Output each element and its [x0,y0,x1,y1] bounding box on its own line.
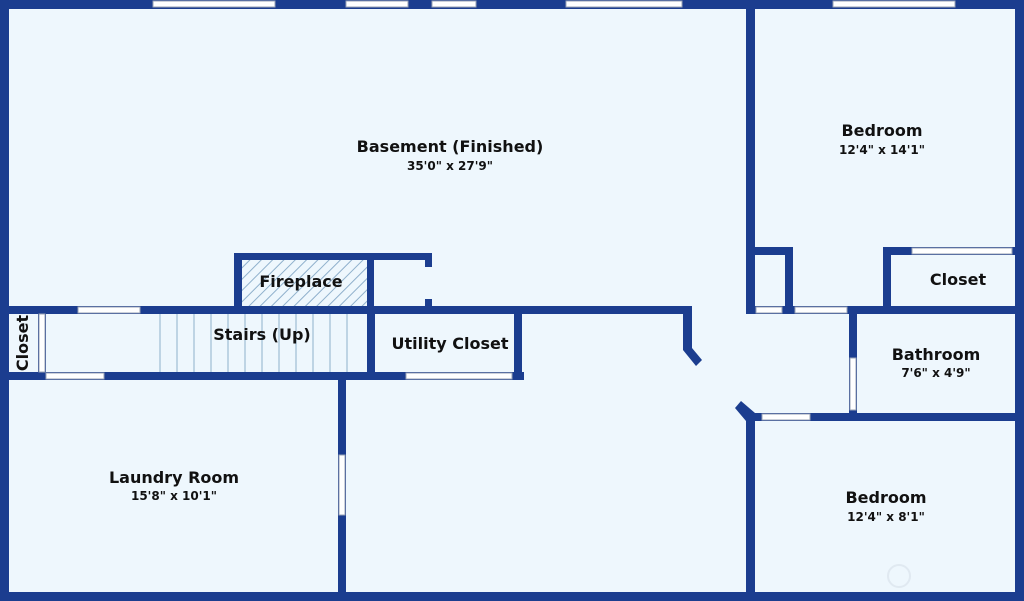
watermark-icon [887,564,911,588]
wall-utility-right [514,306,522,380]
wall-bedroom-bottom-left [746,413,755,599]
wall-utility-left [367,306,375,380]
bathroom-dimensions: 7'6" x 4'9" [901,366,970,380]
fireplace-label: Fireplace [259,272,342,291]
bedroom-bottom-dimensions: 12'4" x 8'1" [847,510,925,524]
outer-wall-right [1015,0,1024,601]
basement-label: Basement (Finished) [357,137,544,156]
stairs-label: Stairs (Up) [213,325,311,344]
door-laundry-right [338,454,346,516]
wall-bath-top [750,306,1024,314]
window-top-5 [832,0,956,8]
door-bathroom [849,357,857,411]
wall-stub-upper [683,306,702,366]
door-bedroom-bottom [761,413,811,421]
wall-stairs-bottom [4,372,524,380]
wall-fireplace-stub1 [425,253,432,267]
fireplace-hearth [240,259,368,307]
window-top-3 [431,0,477,8]
wall-bath-bottom [750,413,1024,421]
door-closet-left [38,313,46,373]
door-laundry-top [45,372,105,380]
outer-wall-left [0,0,9,601]
window-top-4 [565,0,683,8]
floor-area [4,4,1020,597]
door-utility [405,372,513,380]
utility-closet-label: Utility Closet [392,334,509,353]
wall-stub-lower [735,401,755,421]
bathroom-label: Bathroom [892,345,981,364]
door-bedroom-top [794,306,848,314]
door-stairs-top [77,306,141,314]
closet-right-label: Closet [930,270,987,289]
wall-fireplace-top [234,253,432,260]
door-closet-pocket [755,306,783,314]
wall-pocket-right [785,247,793,314]
wall-pocket-top [750,247,792,255]
bedroom-top-dimensions: 12'4" x 14'1" [839,143,925,157]
laundry-dimensions: 15'8" x 10'1" [131,489,217,503]
outer-wall-top [0,0,1024,9]
bedroom-bottom-label: Bedroom [845,488,926,507]
window-top-2 [345,0,409,8]
window-top-1 [152,0,276,8]
stair-treads [159,314,348,374]
basement-dimensions: 35'0" x 27'9" [407,159,493,173]
wall-closet-left [883,247,891,312]
outer-wall-bottom [0,592,1024,601]
laundry-label: Laundry Room [109,468,239,487]
door-closet-right [911,247,1013,255]
wall-fireplace-left [234,253,242,311]
openings [38,0,1013,516]
wall-fireplace-stub2 [425,299,432,309]
bedroom-top-label: Bedroom [841,121,922,140]
wall-fireplace-right [367,253,374,311]
closet-left-label: Closet [13,315,32,372]
wall-stairs-top [4,306,692,314]
wall-bedroom-top-left [746,4,755,314]
